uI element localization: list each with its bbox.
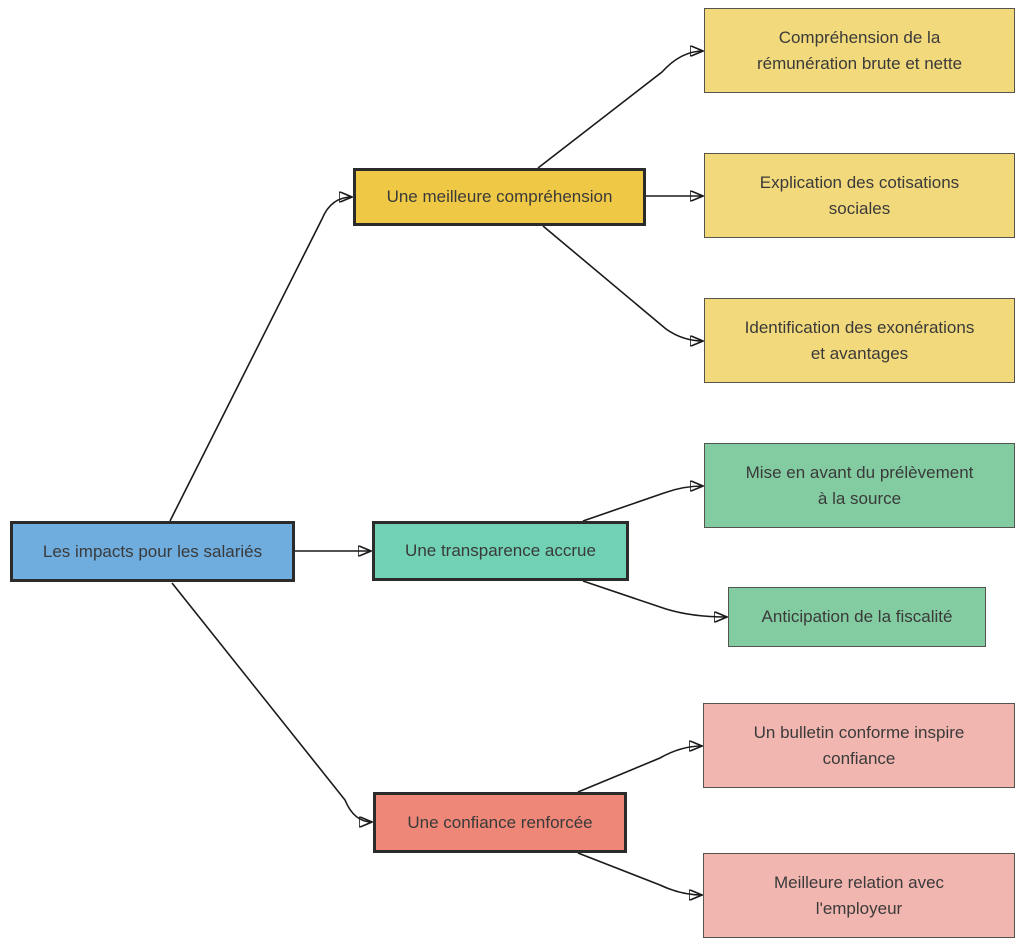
leaf-node-identification-exonerations: Identification des exonérations et avant… [704,298,1015,383]
connector-branch3-to-leaf1 [577,746,702,793]
leaf-node-comprehension-remuneration: Compréhension de la rémunération brute e… [704,8,1015,93]
leaf-node-bulletin-conforme: Un bulletin conforme inspire confiance [703,703,1015,788]
branch-node-transparence-accrue: Une transparence accrue [372,521,629,581]
branch-node-confiance-renforcee: Une confiance renforcée [373,792,627,853]
leaf-node-anticipation-fiscalite: Anticipation de la fiscalité [728,587,986,647]
connector-branch2-to-leaf1 [582,486,703,522]
connector-branch2-to-leaf2 [582,580,727,617]
connector-branch1-to-leaf3 [542,225,703,341]
leaf-node-prelevement-source: Mise en avant du prélèvement à la source [704,443,1015,528]
root-node-impacts-salaries: Les impacts pour les salariés [10,521,295,582]
leaf-node-relation-employeur: Meilleure relation avec l'employeur [703,853,1015,938]
connector-root-to-branch3 [171,582,372,822]
connector-branch1-to-leaf1 [537,51,703,169]
leaf-node-explication-cotisations: Explication des cotisations sociales [704,153,1015,238]
connector-root-to-branch1 [169,197,352,522]
branch-node-meilleure-comprehension: Une meilleure compréhension [353,168,646,226]
connector-branch3-to-leaf2 [577,852,702,895]
